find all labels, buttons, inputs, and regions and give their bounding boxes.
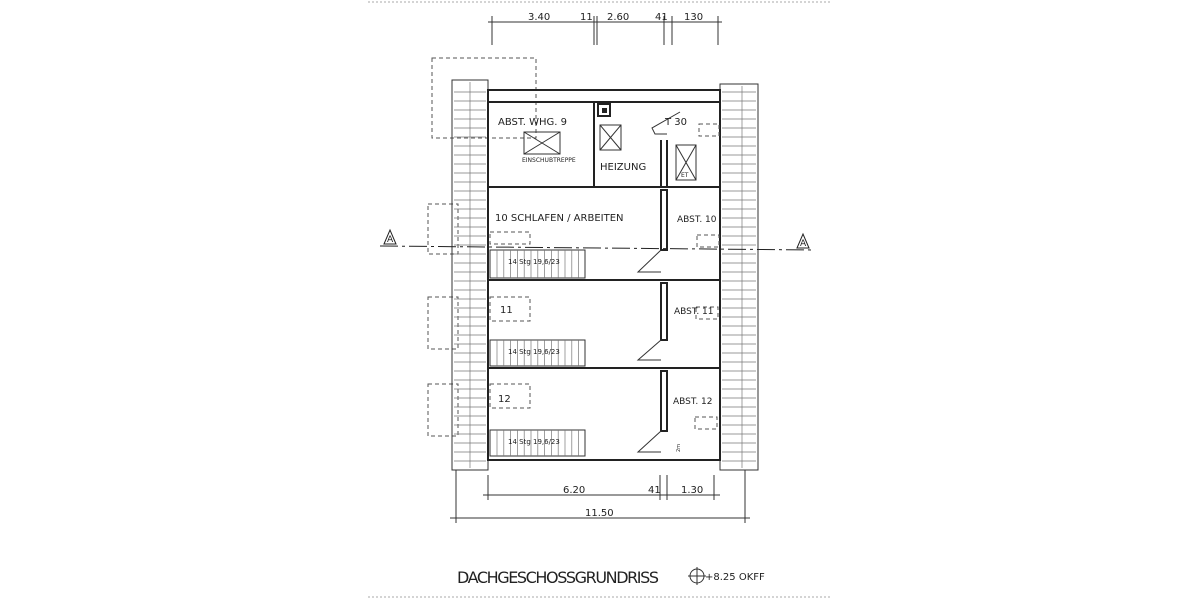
stair-label: 14 Stg 19,6/23 <box>508 258 560 266</box>
dim-1-30: 1.30 <box>681 485 703 496</box>
door-rating-label: T 30 <box>664 117 687 128</box>
window-outline <box>427 203 459 255</box>
dim-6-20: 6.20 <box>563 485 585 496</box>
room-label: ABST. 10 <box>677 215 717 225</box>
et-symbol <box>675 144 697 181</box>
level-label: +8.25 OKFF <box>705 572 765 583</box>
dim-3-40: 3.40 <box>528 12 550 23</box>
note-label: 2m <box>676 444 682 452</box>
room-label: ABST. WHG. 9 <box>498 117 567 128</box>
roof-right <box>719 83 759 471</box>
dim-41: 41 <box>655 12 668 23</box>
section-line <box>379 245 816 251</box>
window-outline <box>427 296 459 350</box>
heizung-symbol <box>599 124 622 151</box>
room-label: 10 SCHLAFEN / ARBEITEN <box>495 213 624 224</box>
dimension-top: 3.40 11 2.60 41 130 <box>488 12 722 45</box>
room-label: HEIZUNG <box>600 162 646 173</box>
level-marker-icon <box>688 567 706 585</box>
einschubtreppe-symbol <box>523 131 561 155</box>
dim-11: 11 <box>580 12 593 23</box>
window-outline <box>427 383 459 437</box>
drawing-title: DACHGESCHOSSGRUNDRISS <box>457 568 659 587</box>
dim-11-50: 11.50 <box>585 508 614 519</box>
room-label: ABST. 11 <box>674 307 714 317</box>
room-label: ET <box>681 172 689 179</box>
room-label: EINSCHUBTREPPE <box>522 157 576 164</box>
section-marker-right: A <box>800 239 807 249</box>
dim-2-60: 2.60 <box>607 12 629 23</box>
dim-41: 41 <box>648 485 661 496</box>
stair-label: 14 Stg 19,6/23 <box>508 438 560 446</box>
dim-130: 130 <box>684 12 703 23</box>
section-marker-left: A <box>387 235 394 245</box>
dormer-outline <box>431 57 537 139</box>
room-label: 11 <box>500 305 513 316</box>
dimension-bottom: 6.20 41 1.30 11.50 <box>450 470 750 523</box>
chimney <box>597 103 611 117</box>
stair-label: 14 Stg 19,6/23 <box>508 348 560 356</box>
outer-wall <box>487 89 721 461</box>
room-label: 12 <box>498 394 511 405</box>
room-label: ABST. 12 <box>673 397 713 407</box>
